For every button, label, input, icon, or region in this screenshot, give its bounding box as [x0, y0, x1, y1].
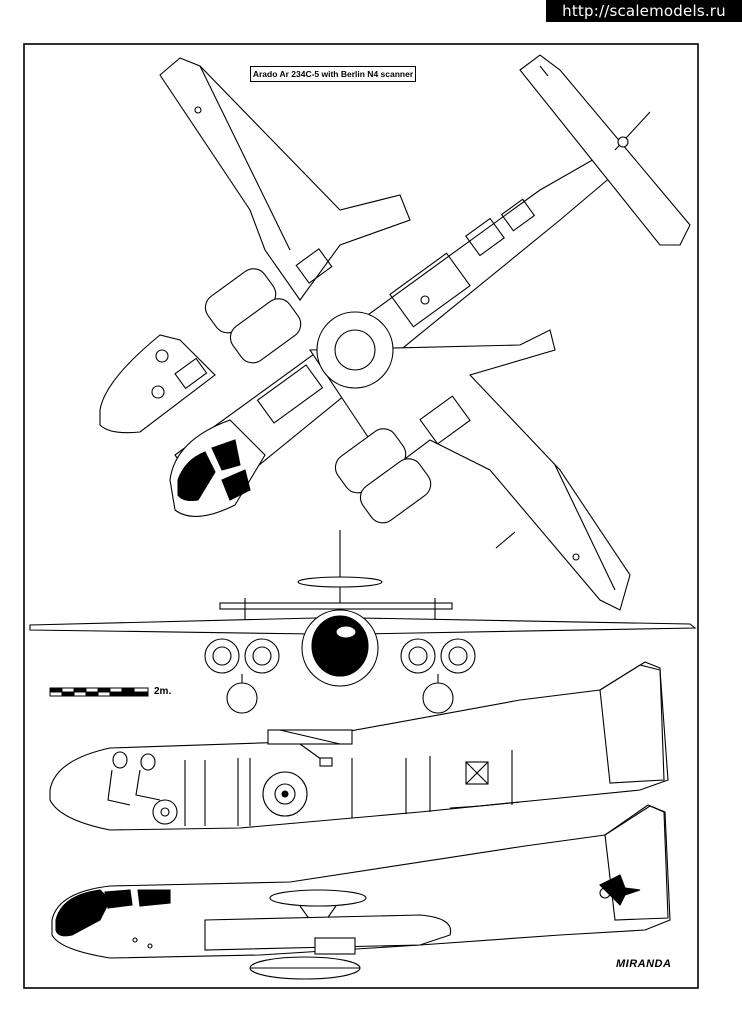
- radar-dish-side: [269, 889, 367, 907]
- cockpit-window: [221, 469, 251, 501]
- wing-upper: [159, 57, 411, 301]
- antenna-array: [219, 602, 453, 610]
- engine-nacelle-side: [204, 914, 452, 951]
- cockpit-window: [137, 889, 171, 907]
- cockpit-window: [211, 439, 241, 471]
- scale-bar: [49, 687, 149, 697]
- panel: [500, 198, 536, 232]
- side-view-cutaway: [49, 661, 669, 831]
- watermark: http://scalemodels.ru: [546, 0, 742, 22]
- fin: [604, 805, 669, 921]
- pylon: [314, 937, 356, 955]
- front-view: [29, 530, 697, 714]
- crew-figure: [155, 349, 169, 363]
- drop-tank: [226, 682, 258, 714]
- cockpit-window: [177, 451, 216, 501]
- scale-label: 2m.: [154, 686, 172, 697]
- tail-insignia: [599, 874, 641, 906]
- engine-nacelle: [359, 458, 432, 524]
- panel: [419, 395, 471, 445]
- panel: [295, 248, 333, 284]
- radar-antenna: [297, 576, 383, 588]
- panel: [465, 217, 505, 257]
- artist-signature: MIRANDA: [616, 958, 672, 970]
- radar-dish-hub: [334, 329, 376, 371]
- cockpit-detail: [99, 334, 216, 434]
- drawing-frame: [23, 43, 699, 989]
- engine-nacelle: [229, 298, 302, 364]
- cockpit-nose-side: [55, 889, 111, 937]
- panel: [572, 553, 580, 561]
- panel: [420, 295, 430, 305]
- cockpit-front: [311, 615, 369, 677]
- panel: [194, 106, 202, 114]
- tail-cone: [614, 111, 651, 151]
- top-view: [99, 54, 691, 611]
- drawing-title: Arado Ar 234C-5 with Berlin N4 scanner: [250, 66, 416, 82]
- panel: [174, 357, 208, 390]
- crew-figure: [112, 751, 128, 769]
- crew-figure: [140, 753, 156, 771]
- panel: [389, 252, 471, 328]
- tailplane: [519, 54, 691, 246]
- drop-tank: [422, 682, 454, 714]
- fin: [599, 661, 665, 784]
- crew-figure: [151, 385, 165, 399]
- equipment-box: [465, 761, 489, 785]
- cockpit-window: [104, 889, 133, 909]
- panel: [256, 364, 324, 424]
- side-view-exterior: [51, 804, 671, 980]
